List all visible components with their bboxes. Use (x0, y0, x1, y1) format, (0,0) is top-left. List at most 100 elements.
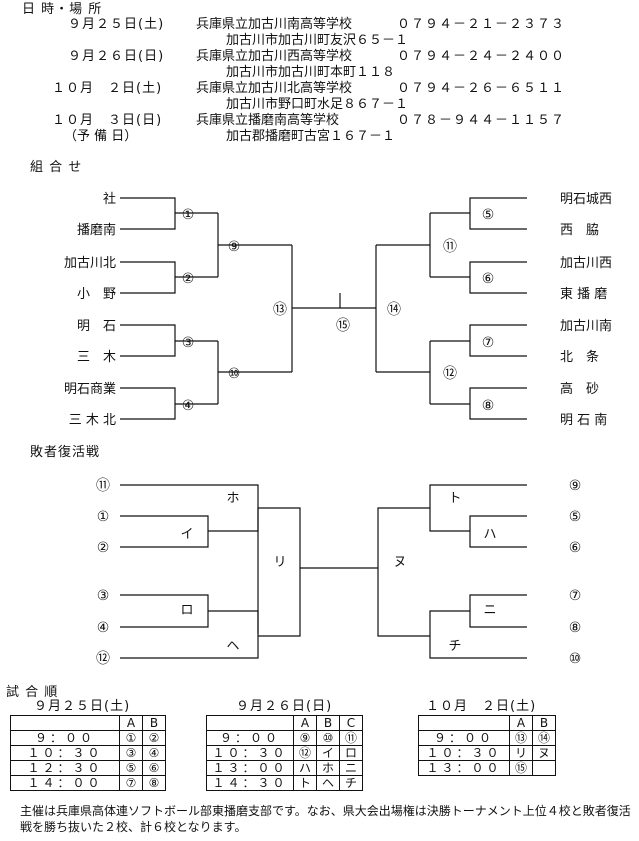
order-cell: ③ (119, 745, 143, 761)
schedule-venue: 兵庫県立加古川南高等学校 (196, 17, 353, 32)
order-cell: ② (142, 730, 166, 746)
order-cell: ホ (316, 760, 340, 776)
game-number-9: ⑨ (228, 239, 241, 255)
game-number-6: ⑥ (482, 271, 495, 287)
order-cell: ⑮ (509, 760, 533, 776)
repechage-game-ha: ハ (483, 527, 496, 542)
left-team-2: 播磨南 (77, 222, 116, 238)
left-team-4: 小 野 (77, 287, 116, 302)
order-time: １３：００ (206, 760, 294, 776)
footnote: 主催は兵庫県高体連ソフトボール部東播磨支部です。なお、県大会出場権は決勝トーナメ… (20, 804, 631, 834)
table-row: １０：３０ リ ヌ (418, 745, 556, 761)
table-row: １３：００ ハ ホ ニ (206, 760, 363, 776)
right-team-8: 明 石 南 (560, 412, 607, 428)
court-header: B (316, 715, 340, 731)
schedule-phone: ０７８－９４４－１１５７ (397, 113, 566, 128)
order-cell: ト (293, 775, 317, 791)
order-cell: ⑭ (532, 730, 556, 746)
game-number-1: ① (182, 207, 195, 223)
schedule-phone: ０７９４－２１－２３７３ (397, 17, 566, 32)
order-cell: ヌ (532, 745, 556, 761)
schedule-date: １０月 ３日(日) (52, 113, 163, 128)
repechage-game-chi: チ (448, 639, 461, 654)
repechage-seed-right-6: ⑩ (569, 651, 582, 667)
order-cell: イ (316, 745, 340, 761)
right-team-1: 明石城西 (560, 192, 612, 207)
order-cell: ① (119, 730, 143, 746)
order-date: １０月 ２日(土) (426, 699, 537, 714)
repechage-game-ho: ホ (226, 491, 239, 506)
repechage-seed-left-6: ⑫ (96, 651, 110, 667)
schedule-address: 加古川市加古川町友沢６５－１ (226, 33, 409, 48)
left-team-8: 三 木 北 (69, 413, 116, 428)
repechage-seed-right-5: ⑧ (569, 620, 582, 636)
order-cell: チ (339, 775, 363, 791)
game-number-14: ⑭ (387, 302, 401, 318)
schedule-venue: 兵庫県立播磨南高等学校 (196, 113, 340, 128)
order-cell: リ (509, 745, 533, 761)
order-cell (532, 760, 556, 776)
order-time: １４：００ (10, 775, 120, 791)
order-time: １０：３０ (418, 745, 510, 761)
court-header: B (142, 715, 166, 731)
table-row: ９：００ ⑨ ⑩ ⑪ (206, 730, 363, 746)
order-time: １４：３０ (206, 775, 294, 791)
order-cell: ⑬ (509, 730, 533, 746)
order-cell: ⑪ (339, 730, 363, 746)
game-number-12: ⑫ (443, 366, 457, 382)
game-number-7: ⑦ (482, 335, 495, 351)
table-row: １４：００ ⑦ ⑧ (10, 775, 166, 791)
right-team-4: 東 播 磨 (560, 286, 607, 302)
right-team-6: 北 条 (560, 349, 599, 365)
repechage-game-to: ト (448, 491, 461, 506)
repechage-bracket: ⑪ ① ② ③ ④ ⑫ ⑨ ⑤ ⑥ ⑦ ⑧ ⑩ イ ロ ハ ニ ホ ヘ ト チ … (96, 478, 582, 667)
repechage-seed-left-5: ④ (97, 620, 110, 636)
game-number-5: ⑤ (482, 207, 495, 223)
repechage-seed-right-4: ⑦ (569, 588, 582, 604)
order-time: １２：３０ (10, 760, 120, 776)
left-team-7: 明石商業 (64, 381, 116, 397)
table-row: １０：３０ ⑫ イ ロ (206, 745, 363, 761)
order-date: ９月２５日(土) (34, 699, 131, 714)
game-number-2: ② (182, 271, 195, 287)
order-time: ９：００ (206, 730, 294, 746)
repechage-game-ro: ロ (180, 603, 193, 618)
order-time: ９：００ (10, 730, 120, 746)
repechage-game-nu: ヌ (393, 555, 406, 570)
order-cell: ⑦ (119, 775, 143, 791)
order-time: １０：３０ (10, 745, 120, 761)
schedule-address: 加古郡播磨町古宮１６７－１ (226, 129, 396, 144)
game-number-3: ③ (182, 335, 195, 351)
repechage-seed-right-1: ⑨ (569, 478, 582, 494)
game-number-4: ④ (182, 398, 195, 414)
order-time: １３：００ (418, 760, 510, 776)
schedule-date: ９月２５日(土) (68, 17, 165, 32)
schedule-heading: 日 時・場 所 (22, 2, 103, 17)
game-number-8: ⑧ (482, 398, 495, 414)
schedule-venue: 兵庫県立加古川北高等学校 (196, 81, 353, 96)
order-cell: ⑫ (293, 745, 317, 761)
schedule-date: ９月２６日(日) (68, 49, 165, 64)
schedule-date: １０月 ２日(土) (52, 81, 163, 96)
order-time: １０：３０ (206, 745, 294, 761)
repechage-game-i: イ (180, 527, 193, 542)
repechage-seed-left-1: ⑪ (96, 478, 110, 494)
court-header: A (509, 715, 533, 731)
table-row: ９：００ ① ② (10, 730, 166, 746)
table-row: １２：３０ ⑤ ⑥ (10, 760, 166, 776)
left-team-5: 明 石 (77, 319, 116, 334)
table-row: １４：３０ ト ヘ チ (206, 775, 363, 791)
order-cell: ニ (339, 760, 363, 776)
repechage-seed-right-2: ⑤ (569, 509, 582, 525)
order-cell: ⑨ (293, 730, 317, 746)
repechage-heading: 敗者復活戦 (30, 445, 101, 460)
right-team-2: 西 脇 (560, 223, 599, 238)
table-row: １３：００ ⑮ (418, 760, 556, 776)
schedule-phone: ０７９４－２４－２４００ (397, 49, 566, 64)
court-header: B (532, 715, 556, 731)
bracket-heading: 組 合 せ (30, 160, 83, 175)
order-cell: ④ (142, 745, 166, 761)
order-table-day2: A B C ９：００ ⑨ ⑩ ⑪ １０：３０ ⑫ イ ロ １３：００ ハ ホ ニ… (206, 715, 363, 791)
order-cell: ⑤ (119, 760, 143, 776)
table-header-row: A B (418, 715, 556, 731)
